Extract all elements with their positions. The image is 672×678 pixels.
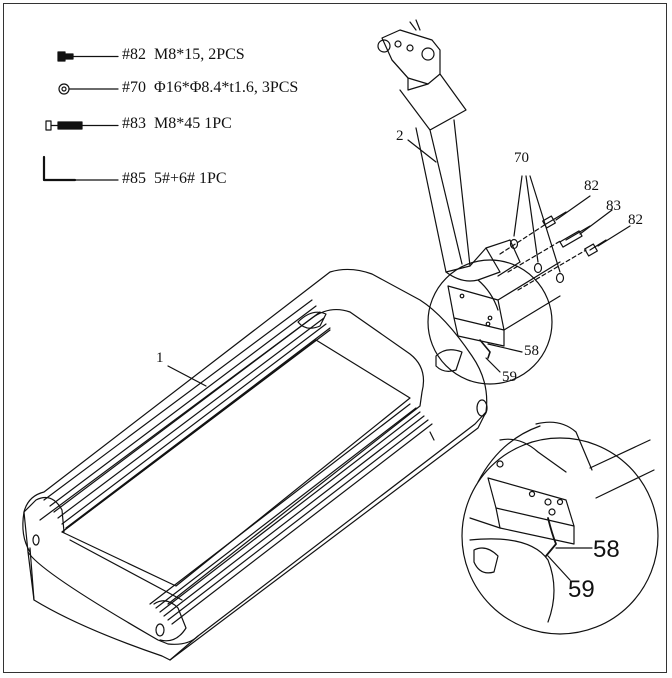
legend-callout: #85 [122,170,146,187]
detail-callout-cable: 59 [568,576,595,603]
legend-row-2: #70 Φ16*Φ8.4*t1.6, 3PCS [122,79,298,97]
callout-bolt-a: 82 [584,178,599,194]
exploded-hardware [499,211,607,291]
legend-callout: #83 [122,115,146,132]
leader-lines [167,139,631,387]
legend-row-4: #85 5#+6# 1PC [122,170,227,188]
legend-callout: #70 [122,79,146,96]
detail-callout-bracket: 58 [593,536,620,563]
legend-spec: M8*15, 2PCS [150,46,245,63]
legend-callout: #82 [122,46,146,63]
allen-key-icon [42,155,119,182]
callout-washers: 70 [514,150,529,166]
callout-bracket: 58 [524,343,539,359]
callout-upright: 2 [396,128,404,144]
legend-spec: M8*45 1PC [150,115,232,132]
long-bolt-icon [45,120,119,131]
callout-cable: 59 [502,369,517,385]
detail-magnifier-large [461,421,659,635]
diagram-frame [3,3,667,673]
callout-deck: 1 [156,350,164,366]
washer-icon [58,83,119,95]
upright-column [377,19,561,359]
legend-row-1: #82 M8*15, 2PCS [122,46,245,64]
treadmill-deck [22,268,488,661]
bolt-icon [57,51,119,62]
legend-spec: Φ16*Φ8.4*t1.6, 3PCS [150,79,299,96]
detail-magnifier-small [427,259,553,385]
callout-bolt-c: 82 [628,212,643,228]
legend-spec: 5#+6# 1PC [150,170,227,187]
callout-bolt-b: 83 [606,198,621,214]
legend-row-3: #83 M8*45 1PC [122,115,232,133]
